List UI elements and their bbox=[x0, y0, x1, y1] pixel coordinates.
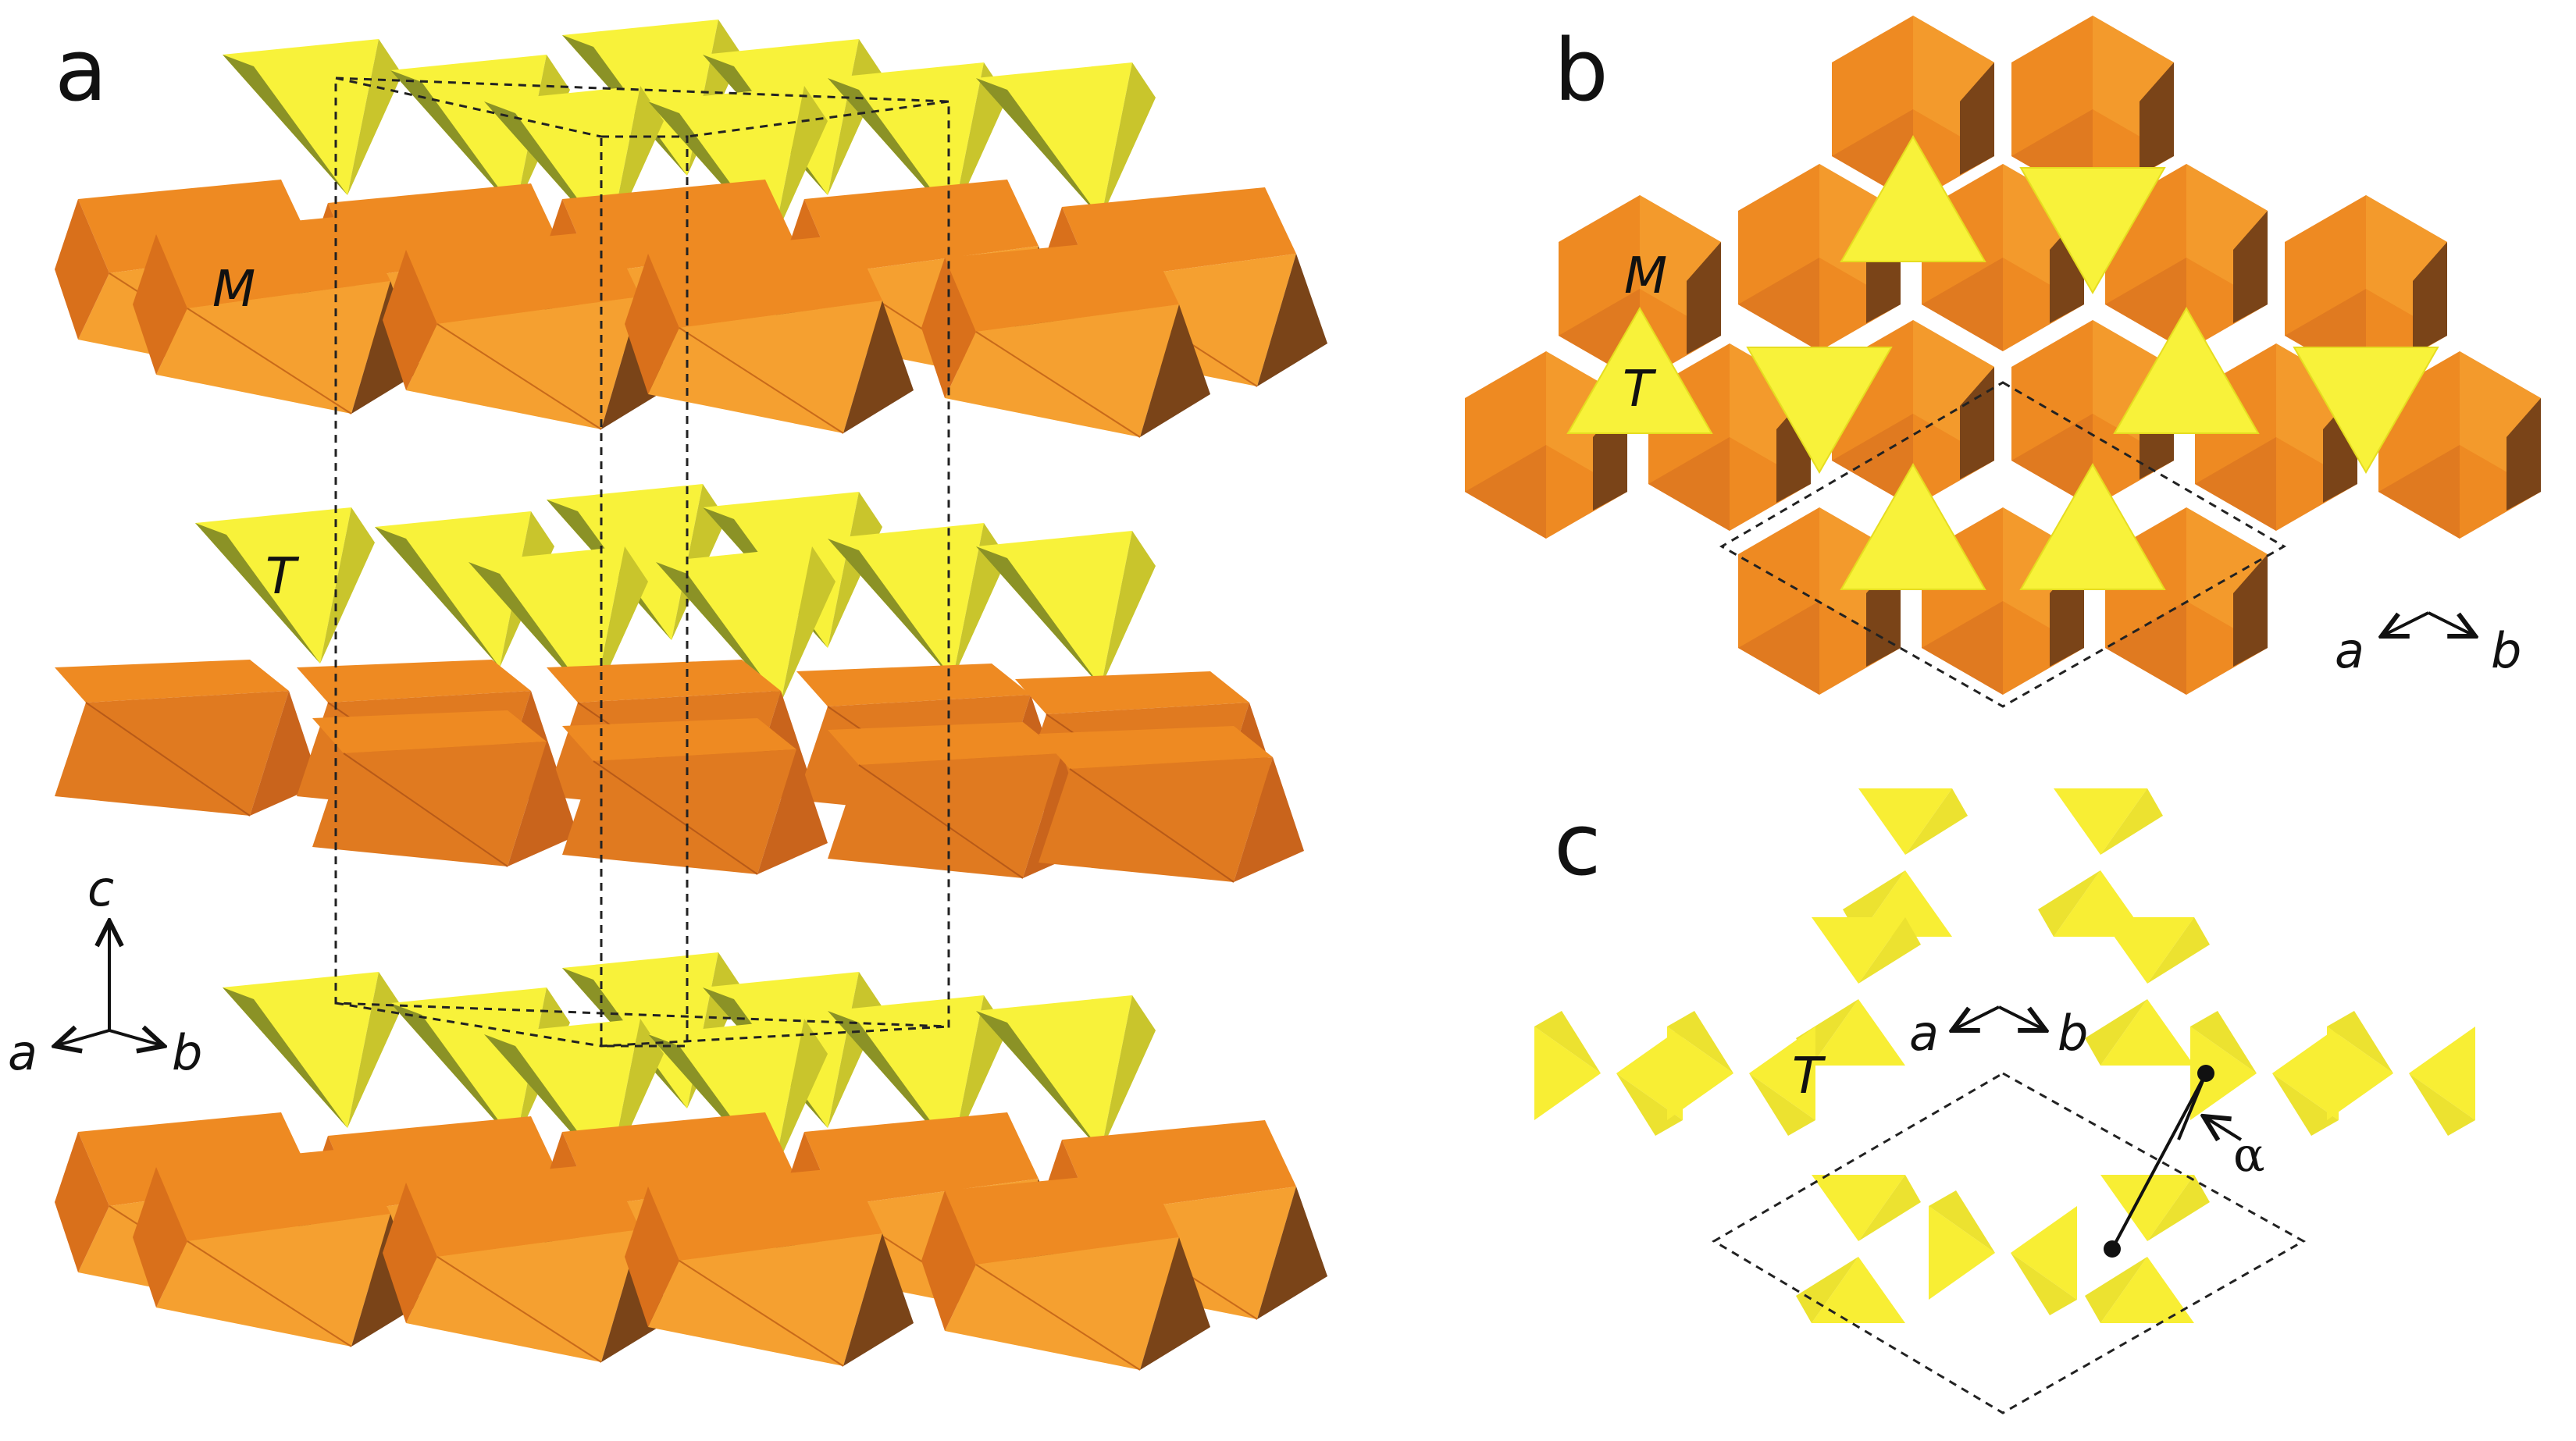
panel-c-tetrahedron-label: T bbox=[1792, 1048, 1826, 1105]
panel-c-angle-label: α bbox=[2233, 1128, 2265, 1183]
panel-c-axes: a b bbox=[1909, 1005, 2088, 1062]
panel-a-letter: a bbox=[55, 20, 107, 120]
panel-a-octahedron-label: M bbox=[212, 261, 255, 318]
panel-b-octahedron-label: M bbox=[1624, 247, 1667, 305]
panel-b-letter: b bbox=[1554, 20, 1609, 120]
panel-c-letter: c bbox=[1554, 795, 1601, 895]
panel-a-bottom-octahedra bbox=[54, 1112, 1328, 1371]
panel-a-tetrahedron-label: T bbox=[265, 548, 300, 606]
panel-c-tetrahedra-ring bbox=[1534, 788, 2475, 1323]
panel-b-tetrahedron-label: T bbox=[1623, 361, 1657, 418]
panel-a: a M bbox=[8, 20, 1328, 1371]
panel-b-axis-b-label: b bbox=[2491, 622, 2521, 679]
axis-c-label: c bbox=[87, 860, 114, 917]
panel-c: c T a b α bbox=[1534, 788, 2475, 1414]
panel-c-axis-b-label: b bbox=[2058, 1005, 2088, 1062]
panel-a-unit-cell bbox=[334, 76, 950, 1048]
panel-a-axes: c a b bbox=[8, 860, 202, 1081]
panel-c-angle-marker: α bbox=[2104, 1065, 2265, 1258]
panel-b-unit-cell bbox=[1719, 381, 2287, 708]
panel-c-axis-a-label: a bbox=[1909, 1005, 1939, 1062]
panel-c-unit-cell bbox=[1712, 1072, 2307, 1414]
panel-b-axis-a-label: a bbox=[2335, 622, 2364, 679]
panel-b: b bbox=[1465, 16, 2541, 708]
panel-b-axes: a b bbox=[2335, 611, 2521, 679]
panel-a-middle-octahedra bbox=[54, 659, 1305, 883]
axis-a-label: a bbox=[8, 1024, 37, 1081]
axis-b-label: b bbox=[172, 1024, 202, 1081]
